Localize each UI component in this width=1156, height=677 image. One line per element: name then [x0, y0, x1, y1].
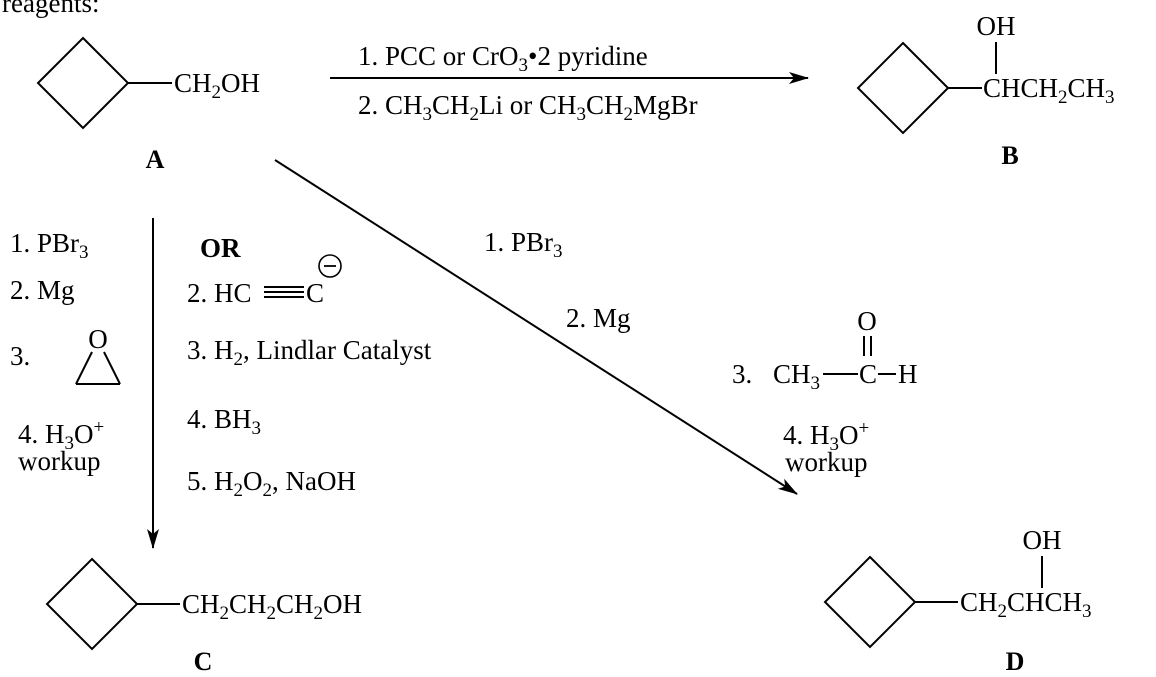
group-a: CH2OH [174, 68, 260, 103]
route-ab-step1: 1. PCC or CrO3•2 pyridine [358, 41, 648, 76]
route-ac-right-step4: 4. BH3 [187, 404, 261, 439]
oh-b: OH [977, 11, 1016, 41]
label-d: D [1006, 647, 1025, 676]
group-d: CH2CHCH3 [960, 587, 1092, 622]
route-ad-step2: 2. Mg [566, 303, 631, 333]
cyclobutane-ring-c [45, 557, 139, 651]
negative-charge-icon [318, 254, 342, 278]
route-ac-right-step3: 3. H2, Lindlar Catalyst [187, 335, 432, 370]
arrow-a-to-d [274, 159, 798, 495]
compound-a: CH2OH A [36, 36, 260, 174]
or-label: OR [200, 233, 241, 263]
route-ac-left-step1: 1. PBr3 [10, 228, 89, 263]
route-ac-left-step2: 2. Mg [10, 275, 75, 305]
cyclobutane-ring-a [36, 36, 130, 130]
epoxide-structure: O [75, 324, 121, 385]
header-fragment: reagents: [2, 0, 99, 18]
triple-bond [264, 286, 304, 298]
cyclobutane-ring-b [856, 41, 950, 135]
group-b: CHCH2CH3 [983, 73, 1115, 108]
route-ad-step1: 1. PBr3 [484, 227, 563, 262]
route-ac-left-step4: 4. H3O+ [18, 417, 104, 454]
compound-d: OH CH2CHCH3 D [823, 525, 1092, 676]
label-c: C [194, 647, 213, 676]
acetylide-carbon: C [306, 278, 324, 308]
route-ac-left-step3: 3. [10, 341, 30, 371]
epoxide-oxygen: O [88, 324, 108, 354]
route-ad-step4: 4. H3O+ [783, 418, 869, 455]
group-c: CH2CH2CH2OH [182, 589, 362, 624]
ch3-group: CH3 [773, 359, 820, 394]
cyclobutane-ring-d [823, 555, 917, 649]
route-ad-step3-prefix: 3. [732, 359, 752, 389]
carbonyl-oxygen: O [857, 306, 877, 336]
carbonyl-carbon: C [859, 359, 877, 389]
acetaldehyde-structure: CH3 C H O [773, 306, 918, 394]
route-ac-right-step2: 2. HC [187, 278, 252, 308]
compound-b: OH CHCH2CH3 B [856, 11, 1115, 170]
route-ac-left-workup: workup [18, 446, 101, 476]
label-a: A [146, 145, 165, 174]
compound-c: CH2CH2CH2OH C [45, 557, 362, 676]
route-ac-right-step5: 5. H2O2, NaOH [187, 466, 356, 501]
aldehyde-hydrogen: H [898, 359, 918, 389]
label-b: B [1001, 141, 1018, 170]
route-ad-workup: workup [785, 447, 868, 477]
oh-d: OH [1023, 525, 1062, 555]
route-ab-step2: 2. CH3CH2Li or CH3CH2MgBr [358, 90, 698, 125]
